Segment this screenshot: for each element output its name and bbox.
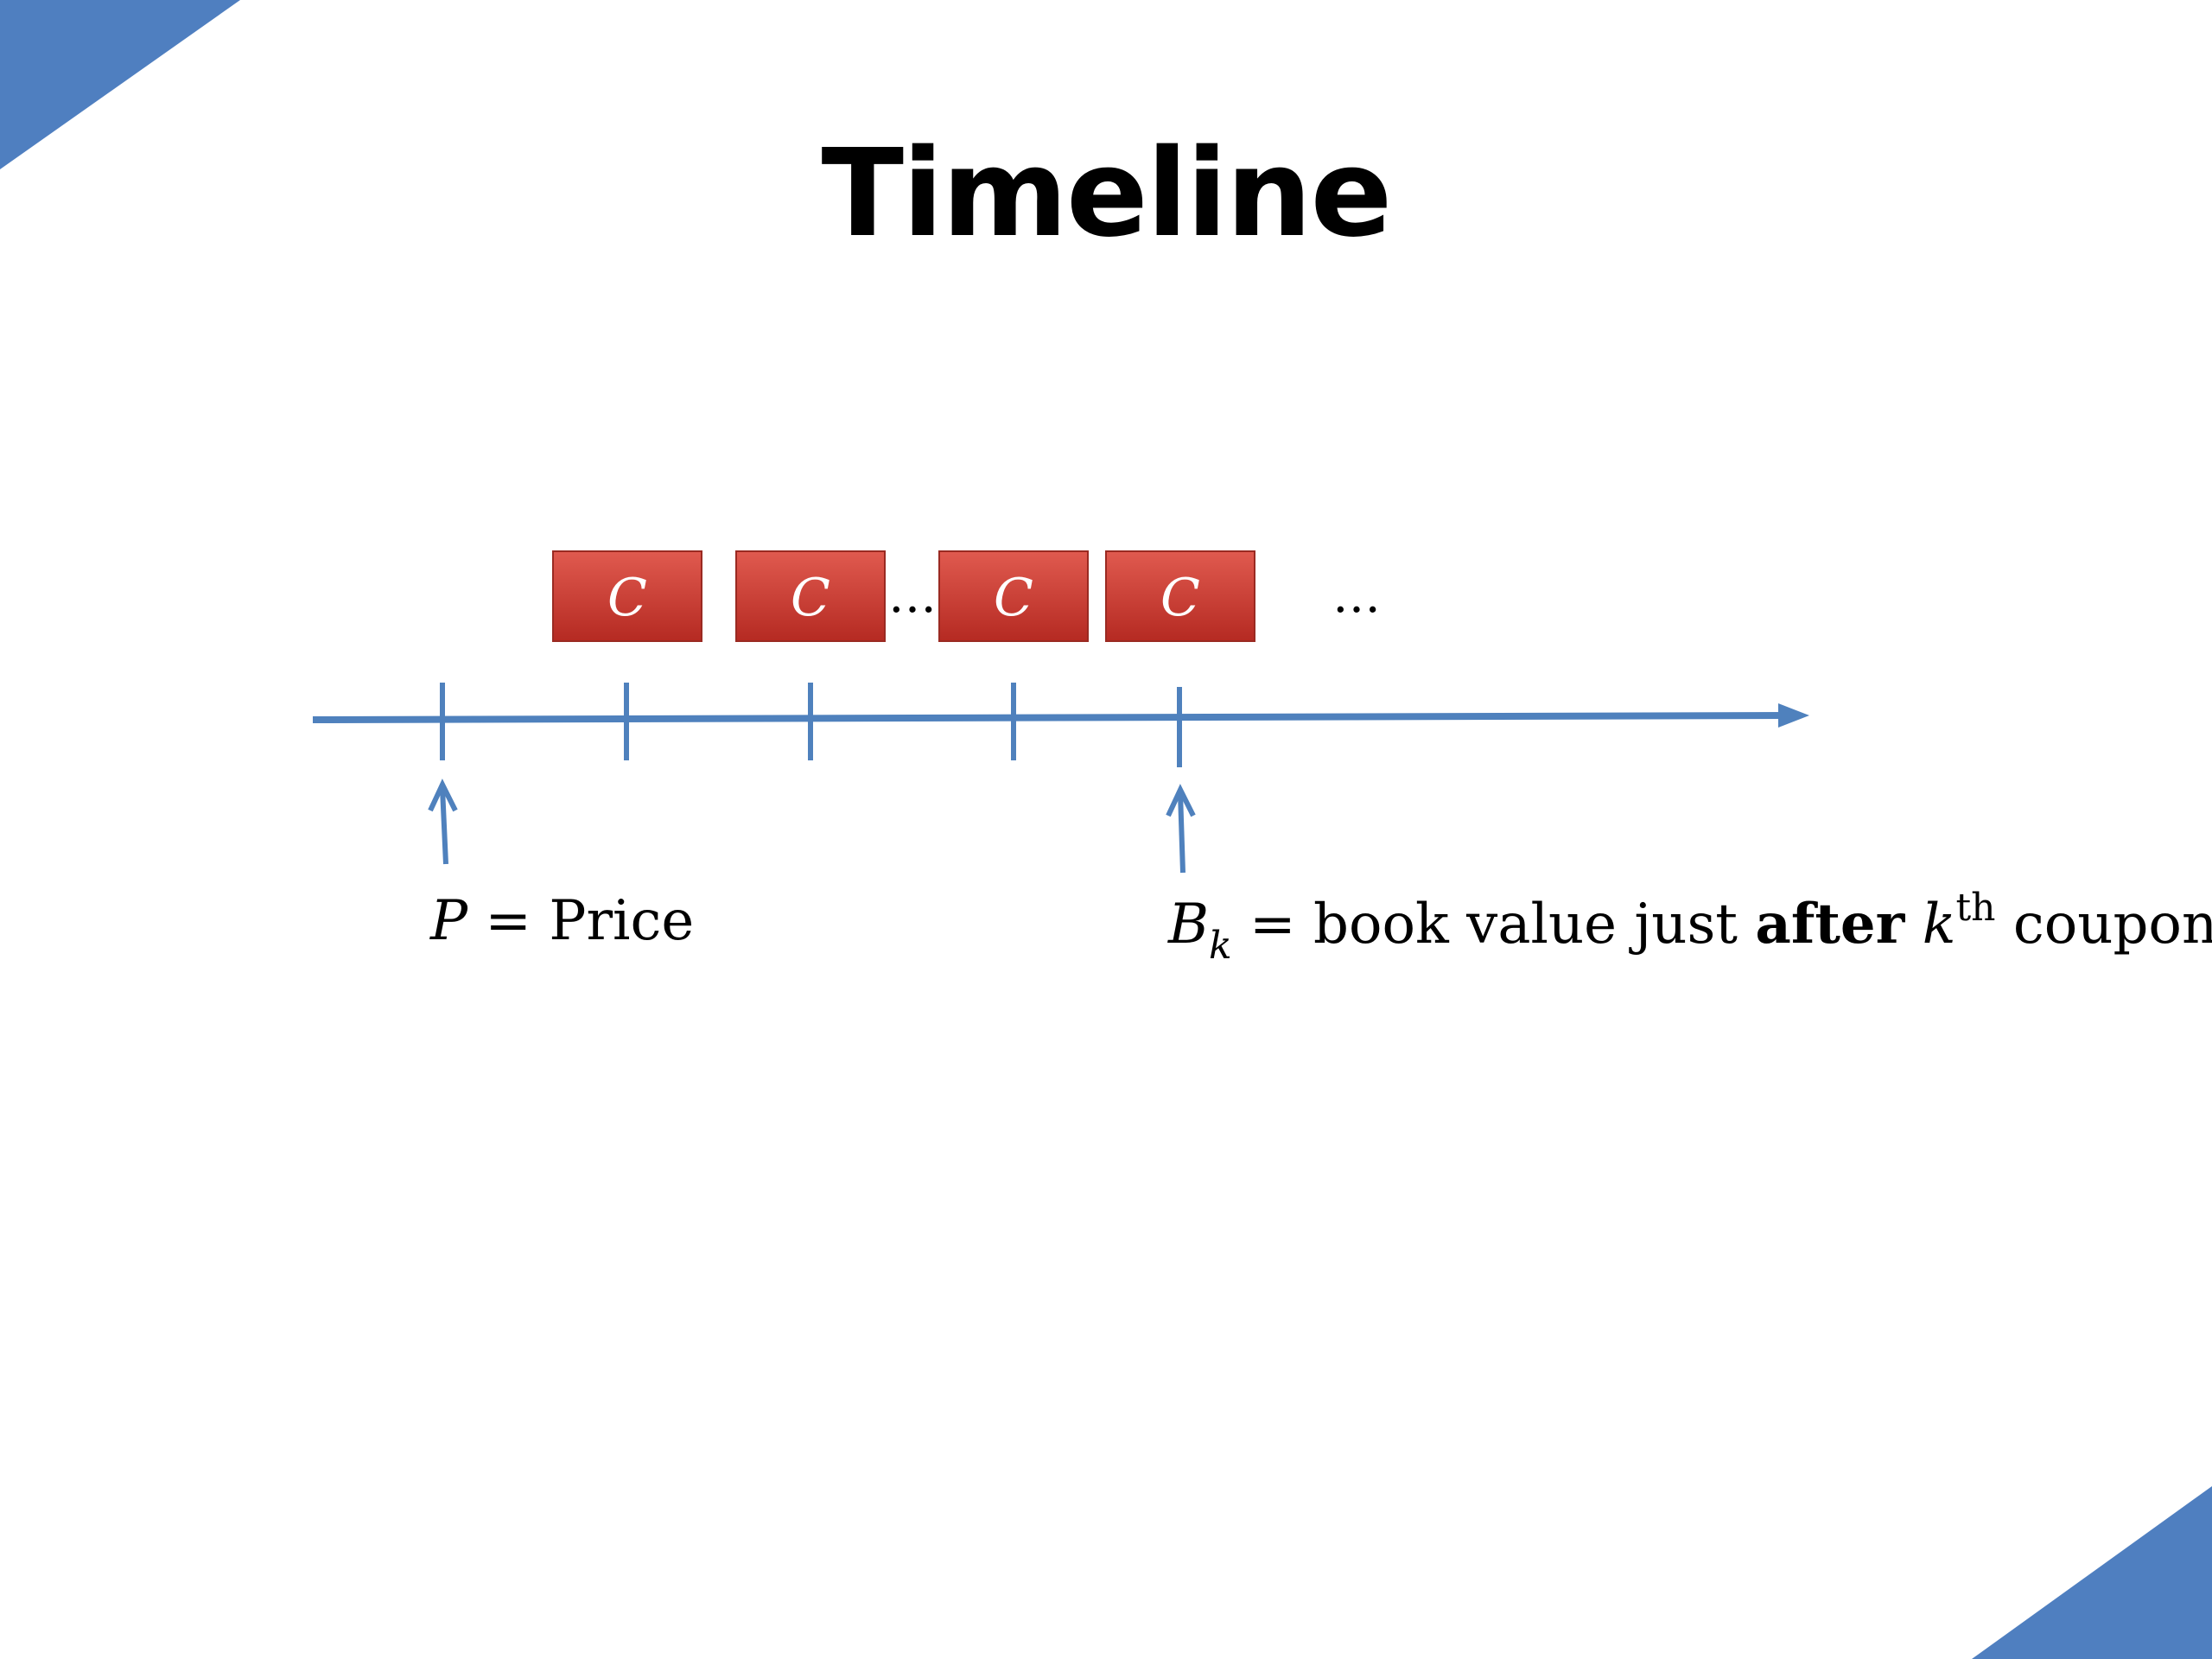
price-label-text: Price <box>549 889 695 953</box>
ellipsis-between-coupons: … <box>888 568 937 624</box>
corner-triangle-bottom-right <box>1972 1486 2212 1659</box>
ellipsis-after-coupons: … <box>1332 568 1381 624</box>
coupon-box-1-label: C <box>607 568 647 628</box>
price-pointer-arrow <box>428 779 458 865</box>
book-value-label-sub: k <box>1209 924 1232 968</box>
slide-title: Timeline <box>821 124 1393 264</box>
book-value-label-sup: th <box>1955 886 1996 930</box>
coupon-box-3-label: C <box>994 568 1033 628</box>
price-label-var: P <box>430 889 468 953</box>
coupon-box-3: C <box>938 550 1089 642</box>
book-value-pointer-arrow <box>1166 784 1196 874</box>
coupon-box-4-label: C <box>1160 568 1200 628</box>
coupon-box-2: C <box>735 550 886 642</box>
timeline-axis <box>312 712 1788 723</box>
book-value-label-equals: = <box>1231 893 1314 957</box>
timeline-axis-arrowhead <box>1778 703 1809 728</box>
book-value-label-text2: coupon <box>1995 893 2212 957</box>
price-label: P = Price <box>430 887 694 956</box>
book-value-label-space <box>1904 893 1922 957</box>
book-value-label-text1: book value just <box>1313 893 1756 957</box>
book-value-label: Bk = book value just after kth coupon <box>1168 886 2212 968</box>
coupon-box-2-label: C <box>791 568 830 628</box>
coupon-box-4: C <box>1105 550 1255 642</box>
corner-triangle-top-left <box>0 0 240 169</box>
coupon-box-1: C <box>552 550 702 642</box>
book-value-label-var: B <box>1168 893 1210 957</box>
price-label-equals: = <box>467 889 550 953</box>
book-value-label-bold: after <box>1755 892 1905 957</box>
book-value-label-var2: k <box>1922 893 1956 957</box>
